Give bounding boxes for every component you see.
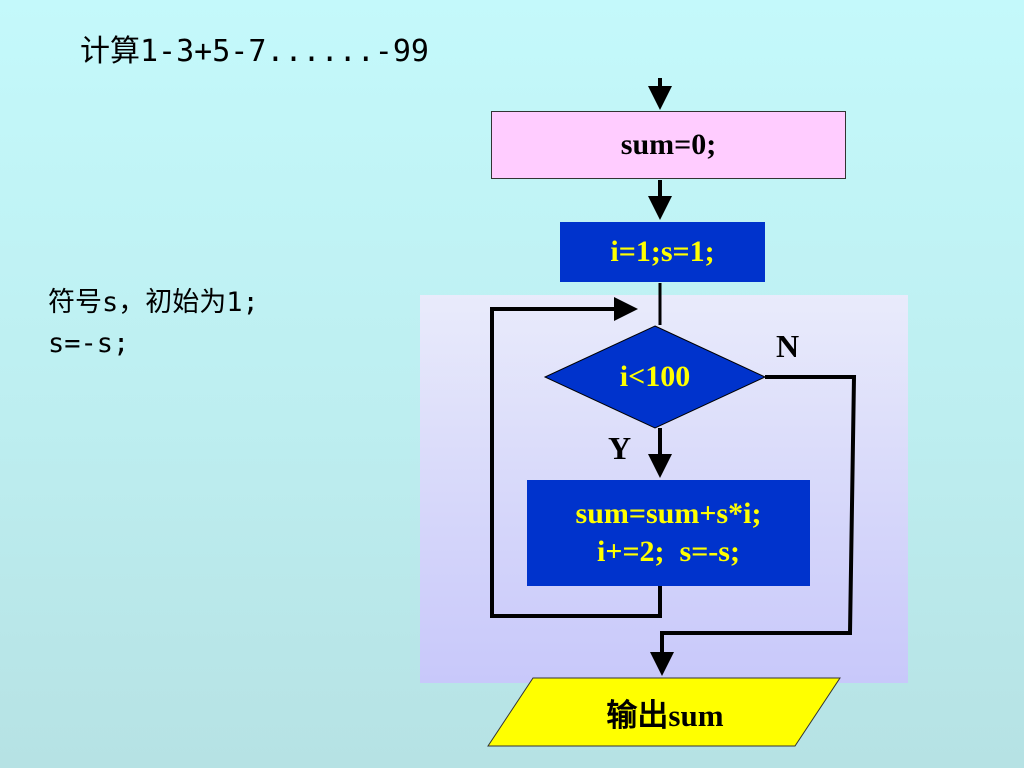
condition-diamond	[543, 325, 767, 429]
arrow-no	[650, 375, 857, 676]
init-vars-text: i=1;s=1;	[610, 235, 715, 268]
page-title: 计算1-3+5-7......-99	[80, 34, 429, 69]
loop-body-box: sum=sum+s*i; i+=2; s=-s;	[527, 480, 810, 586]
note-sign-init: 符号s，初始为1;	[48, 287, 259, 318]
init-vars-box: i=1;s=1;	[560, 222, 765, 282]
loop-body-line1: sum=sum+s*i;	[575, 497, 762, 530]
loop-body-line2: i+=2; s=-s;	[597, 535, 740, 568]
output-text: 输出sum	[606, 697, 724, 733]
branch-no-label: N	[776, 328, 800, 364]
note-sign-flip: s=-s;	[48, 328, 130, 359]
init-sum-text: sum=0;	[620, 128, 717, 161]
init-sum-box: sum=0;	[491, 111, 846, 179]
arrow-loop-back	[490, 297, 662, 618]
condition-text: i<100	[619, 360, 691, 393]
branch-yes-label: Y	[608, 430, 632, 466]
output-parallelogram	[487, 677, 841, 747]
